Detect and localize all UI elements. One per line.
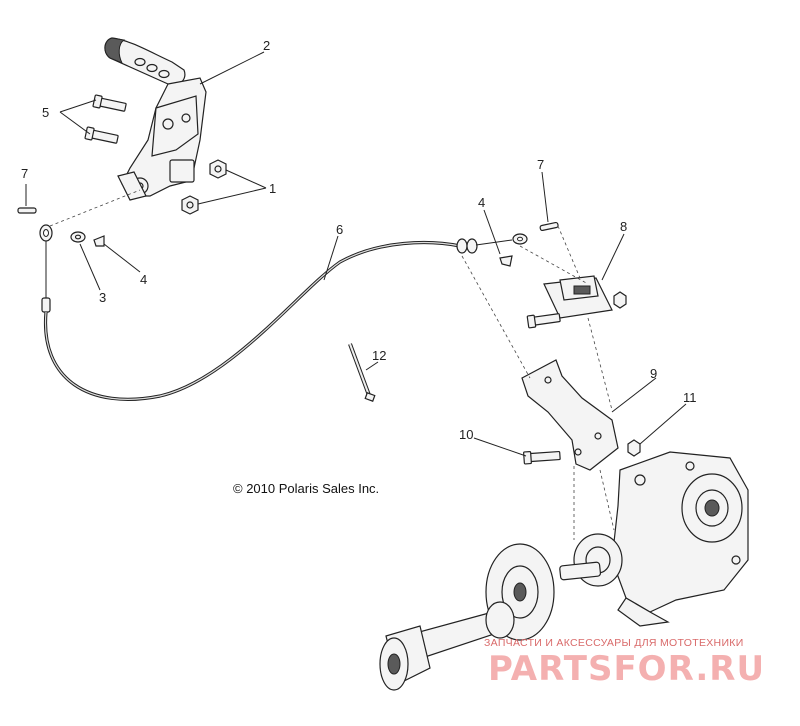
label-4a: 4 xyxy=(478,195,485,210)
label-12: 12 xyxy=(372,348,386,363)
gearbox-and-driveshaft xyxy=(379,451,749,691)
label-5: 5 xyxy=(42,105,49,120)
copyright-text: © 2010 Polaris Sales Inc. xyxy=(233,481,379,496)
clip-part-4-right xyxy=(499,255,513,267)
watermark: ЗАПЧАСТИ И АКСЕССУАРЫ ДЛЯ МОТОТЕХНИКИ PA… xyxy=(484,637,765,689)
washer-part-3 xyxy=(70,231,86,243)
bracket-part-9 xyxy=(521,359,619,471)
label-1: 1 xyxy=(269,181,276,196)
label-6: 6 xyxy=(336,222,343,237)
watermark-tagline: ЗАПЧАСТИ И АКСЕССУАРЫ ДЛЯ МОТОТЕХНИКИ xyxy=(484,637,744,649)
brake-lever-assembly xyxy=(104,37,207,201)
clip-part-4-left xyxy=(93,235,105,247)
cable-tie-part-12 xyxy=(348,343,376,402)
nut-part-11 xyxy=(627,439,641,457)
leader-lines xyxy=(25,51,687,457)
label-3: 3 xyxy=(99,290,106,305)
callout-labels: 1 2 3 4 4 5 6 7 7 8 9 10 11 12 xyxy=(21,38,697,442)
label-7a: 7 xyxy=(21,166,28,181)
brake-caliper-part-8 xyxy=(526,275,627,329)
bolt-part-10 xyxy=(523,450,561,465)
nuts-part-1 xyxy=(181,159,227,215)
watermark-brand: PARTSFOR.RU xyxy=(488,649,765,689)
label-11: 11 xyxy=(683,390,697,405)
label-10: 10 xyxy=(459,427,473,442)
label-2: 2 xyxy=(263,38,270,53)
pin-part-7-left xyxy=(17,207,37,214)
bolts-part-5 xyxy=(84,94,127,144)
label-7b: 7 xyxy=(537,157,544,172)
brake-cable xyxy=(39,224,528,401)
label-9: 9 xyxy=(650,366,657,381)
label-4b: 4 xyxy=(140,272,147,287)
pin-part-7-right xyxy=(539,221,559,232)
assembly-guide-lines xyxy=(49,189,615,540)
label-8: 8 xyxy=(620,219,627,234)
